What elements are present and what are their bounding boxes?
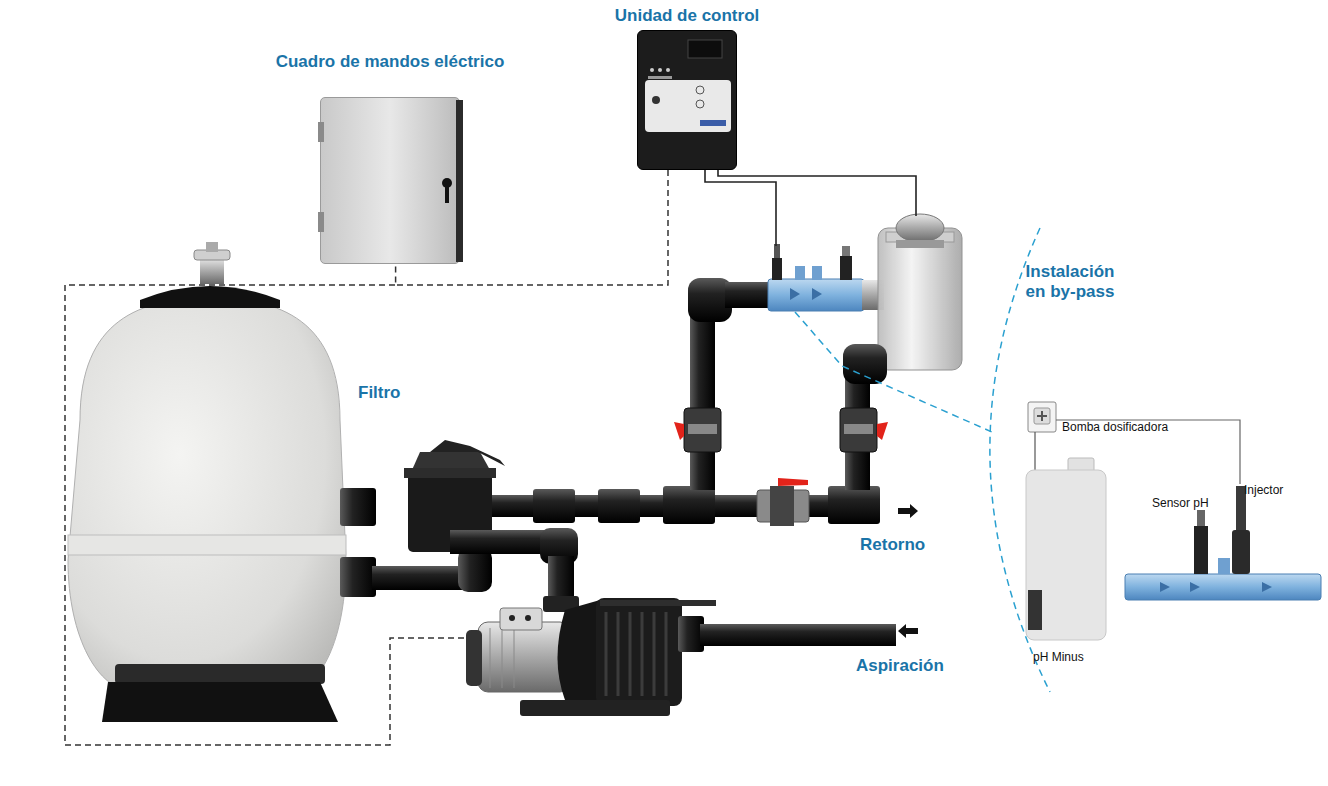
- part-label: Filtro: [358, 383, 401, 403]
- component-label: pH Minus: [1033, 650, 1084, 664]
- part-label: Instalación en by-pass: [1016, 262, 1124, 303]
- electrical-panel: Cuadro de mandos eléctrico: [320, 97, 460, 264]
- component-label: Injector: [1244, 483, 1283, 497]
- part-label: Retorno: [860, 535, 925, 555]
- component-label: Bomba dosificadora: [1062, 420, 1168, 434]
- signal-wire: [396, 170, 668, 285]
- component-label: Sensor pH: [1152, 496, 1209, 510]
- device-heading: Unidad de control: [615, 6, 760, 26]
- device-heading: Cuadro de mandos eléctrico: [276, 52, 505, 72]
- part-label: Aspiración: [856, 656, 944, 676]
- control-unit: Unidad de control: [637, 30, 737, 170]
